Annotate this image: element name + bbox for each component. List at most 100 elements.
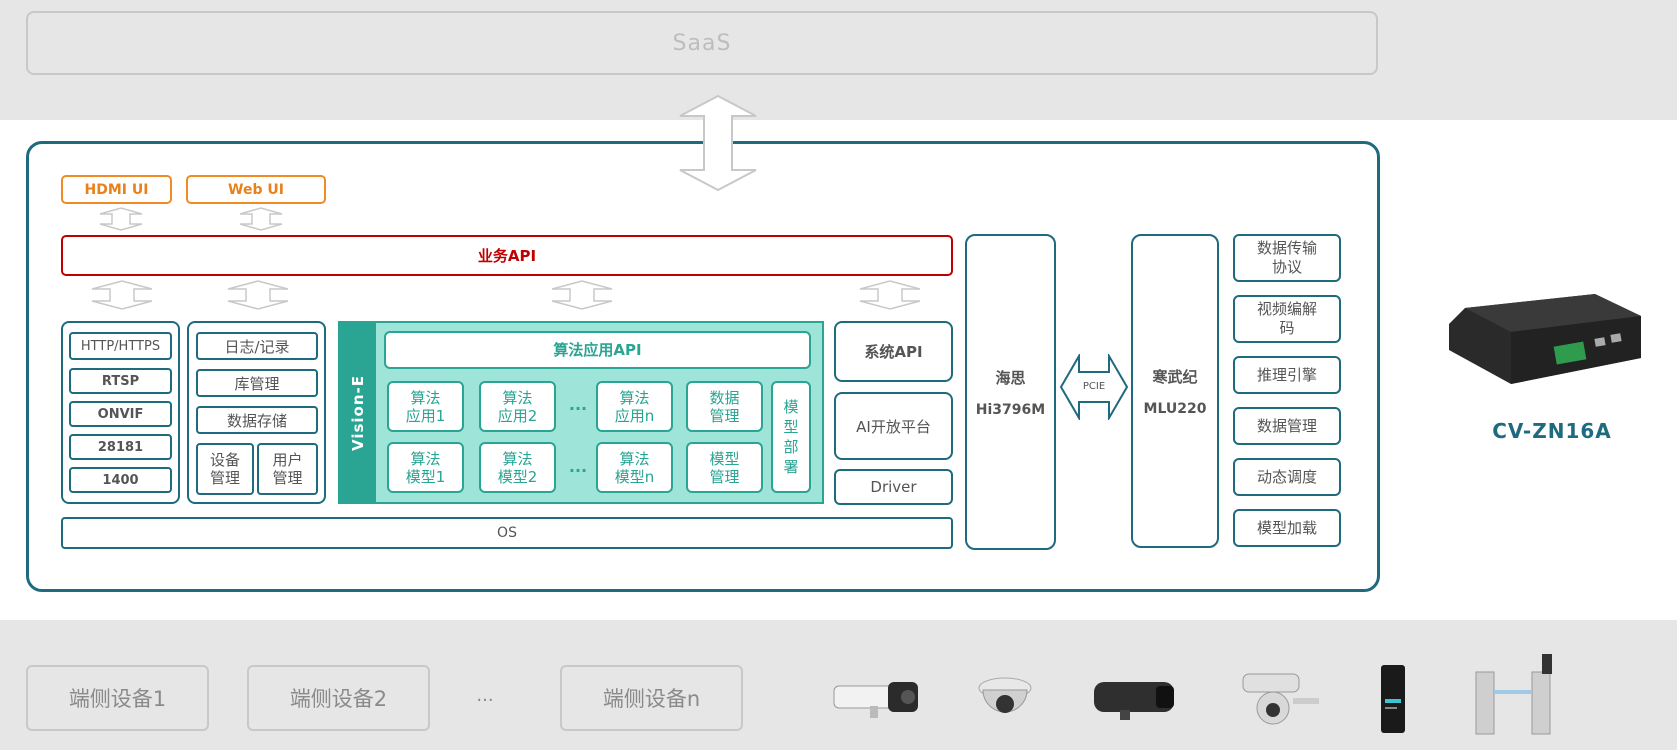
edge-device-n: 端侧设备n xyxy=(560,665,743,731)
algo-app-1: 算法应用1 xyxy=(387,381,464,432)
protocol-28181: 28181 xyxy=(69,434,172,460)
service-dynamic-scheduling: 动态调度 xyxy=(1233,458,1341,496)
ptz-camera-icon xyxy=(1242,673,1319,725)
device-mgmt-label: 设备管理 xyxy=(209,451,240,487)
double-arrow-icon xyxy=(227,280,289,310)
system-api-box: 系统API xyxy=(834,321,953,382)
cloud-band xyxy=(0,0,1677,120)
algo-app-api-label: 算法应用API xyxy=(553,341,642,359)
protocol-1400-label: 1400 xyxy=(102,472,139,488)
algo-app-2-label: 算法应用2 xyxy=(497,388,538,425)
algo-model-2-label: 算法模型2 xyxy=(497,449,538,486)
service-inference-engine: 推理引擎 xyxy=(1233,356,1341,394)
business-api-bar: 业务API xyxy=(61,235,953,276)
double-arrow-icon xyxy=(679,94,757,192)
turnstile-gate-icon xyxy=(1475,654,1552,735)
os-label: OS xyxy=(497,525,517,541)
edge-box-device-icon xyxy=(1449,294,1641,384)
product-name: CV-ZN16A xyxy=(1492,419,1612,443)
device-mgmt-box: 设备管理 xyxy=(196,443,254,495)
service-data-mgmt-label: 数据管理 xyxy=(1256,416,1317,435)
algo-app-1-label: 算法应用1 xyxy=(405,388,446,425)
user-mgmt-box: 用户管理 xyxy=(257,443,318,495)
hisi-chip-box: 海思 Hi3796M xyxy=(965,234,1056,550)
model-deploy-box: 模型部署 xyxy=(771,381,811,493)
double-arrow-icon xyxy=(859,280,921,310)
access-terminal-icon xyxy=(1381,665,1405,733)
driver-box: Driver xyxy=(834,469,953,505)
protocol-http: HTTP/HTTPS xyxy=(69,332,172,360)
algo-model-1: 算法模型1 xyxy=(387,442,464,493)
business-api-label: 业务API xyxy=(477,247,537,265)
ai-platform-box: AI开放平台 xyxy=(834,392,953,460)
protocol-28181-label: 28181 xyxy=(97,439,144,455)
double-arrow-icon xyxy=(551,280,613,310)
edge-ellipsis: ... xyxy=(476,684,494,706)
saas-label: SaaS xyxy=(672,30,732,56)
library-label: 库管理 xyxy=(234,374,280,393)
hdmi-ui-box: HDMI UI xyxy=(61,175,172,204)
ai-platform-label: AI开放平台 xyxy=(856,417,931,436)
protocol-http-label: HTTP/HTTPS xyxy=(80,338,161,354)
protocol-rtsp-label: RTSP xyxy=(101,373,140,389)
box-camera-icon xyxy=(1094,682,1174,720)
edge-device-2-label: 端侧设备2 xyxy=(289,687,388,711)
log-label: 日志/记录 xyxy=(224,337,290,356)
service-video-codec: 视频编解码 xyxy=(1233,295,1341,343)
service-dynamic-scheduling-label: 动态调度 xyxy=(1256,467,1317,486)
service-model-loading-label: 模型加载 xyxy=(1256,518,1317,537)
service-video-codec-label: 视频编解码 xyxy=(1256,300,1317,337)
algo-model-1-label: 算法模型1 xyxy=(405,449,446,486)
model-deploy-label: 模型部署 xyxy=(783,398,799,476)
storage-label: 数据存储 xyxy=(226,411,287,430)
algo-app-n: 算法应用n xyxy=(596,381,673,432)
protocol-onvif-label: ONVIF xyxy=(97,406,144,422)
algo-model-2: 算法模型2 xyxy=(479,442,556,493)
models-ellipsis: ... xyxy=(568,456,588,476)
user-mgmt-label: 用户管理 xyxy=(272,451,303,487)
edge-device-n-label: 端侧设备n xyxy=(602,687,701,711)
dome-camera-icon xyxy=(978,677,1032,713)
service-data-transfer: 数据传输协议 xyxy=(1233,234,1341,282)
model-mgmt-label: 模型管理 xyxy=(709,449,740,486)
service-data-mgmt: 数据管理 xyxy=(1233,407,1341,445)
hisi-chip-model: Hi3796M xyxy=(975,401,1046,418)
protocol-rtsp: RTSP xyxy=(69,368,172,394)
driver-label: Driver xyxy=(870,478,917,496)
library-box: 库管理 xyxy=(196,369,318,397)
algo-model-n-label: 算法模型n xyxy=(614,449,655,486)
data-mgmt-box: 数据管理 xyxy=(686,381,763,432)
vision-e-strip: Vision-E xyxy=(340,323,376,502)
protocol-1400: 1400 xyxy=(69,467,172,493)
algo-app-2: 算法应用2 xyxy=(479,381,556,432)
double-arrow-icon xyxy=(239,207,283,231)
double-arrow-icon xyxy=(1059,354,1129,420)
service-model-loading: 模型加载 xyxy=(1233,509,1341,547)
pcie-label: PCIE xyxy=(1082,380,1106,392)
apps-ellipsis: ... xyxy=(568,394,588,414)
os-bar: OS xyxy=(61,517,953,549)
system-api-label: 系统API xyxy=(864,343,923,361)
web-ui-label: Web UI xyxy=(228,181,284,198)
model-mgmt-box: 模型管理 xyxy=(686,442,763,493)
cambricon-chip-name: 寒武纪 xyxy=(1152,367,1198,386)
double-arrow-icon xyxy=(99,207,143,231)
edge-device-1-label: 端侧设备1 xyxy=(68,687,167,711)
log-box: 日志/记录 xyxy=(196,332,318,360)
hdmi-ui-label: HDMI UI xyxy=(84,181,149,198)
cambricon-chip-box: 寒武纪 MLU220 xyxy=(1131,234,1219,548)
algo-app-api-box: 算法应用API xyxy=(384,331,811,369)
edge-device-1: 端侧设备1 xyxy=(26,665,209,731)
storage-box: 数据存储 xyxy=(196,406,318,434)
protocol-onvif: ONVIF xyxy=(69,401,172,427)
cambricon-chip-model: MLU220 xyxy=(1143,400,1207,417)
algo-app-n-label: 算法应用n xyxy=(614,388,655,425)
web-ui-box: Web UI xyxy=(186,175,326,204)
bullet-camera-icon xyxy=(833,682,918,718)
service-data-transfer-label: 数据传输协议 xyxy=(1256,239,1317,276)
edge-device-2: 端侧设备2 xyxy=(247,665,430,731)
hisi-chip-name: 海思 xyxy=(995,368,1026,387)
algo-model-n: 算法模型n xyxy=(596,442,673,493)
saas-box: SaaS xyxy=(26,11,1378,75)
double-arrow-icon xyxy=(91,280,153,310)
